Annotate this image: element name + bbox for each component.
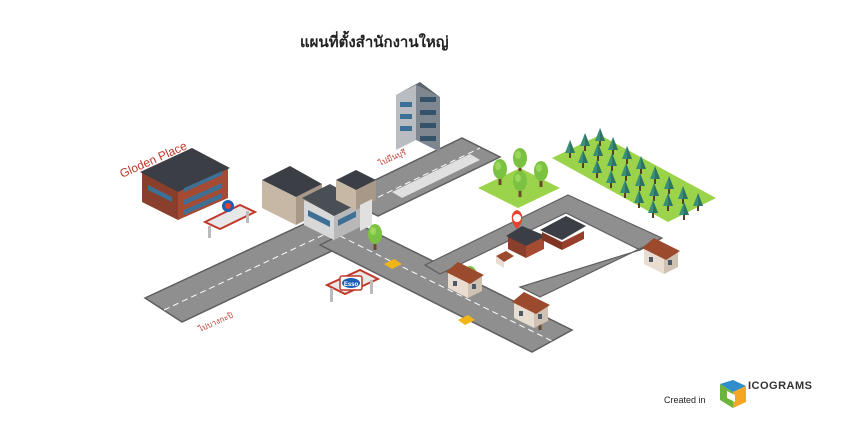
minburi-direction-label: ไปมีนบุรี bbox=[376, 147, 408, 168]
office-tower bbox=[396, 82, 440, 152]
bangkapi-direction-label: ไปบางกะปิ bbox=[196, 311, 234, 335]
crosswalk bbox=[392, 154, 480, 198]
map-title: แผนที่ตั้งสำนักงานใหญ่ bbox=[300, 33, 449, 51]
car-icon bbox=[384, 259, 475, 325]
logo-icon bbox=[720, 380, 746, 408]
brand-name[interactable]: ICOGRAMS bbox=[748, 380, 813, 392]
esso-sign-label: Esso bbox=[344, 282, 359, 288]
credit-text: Created in bbox=[664, 395, 706, 405]
target-office bbox=[496, 216, 586, 268]
esso-sign-icon: Esso bbox=[339, 275, 363, 291]
gloden-place-building bbox=[140, 148, 230, 220]
location-pin-icon[interactable] bbox=[511, 210, 523, 229]
gas-station-icon bbox=[202, 200, 258, 238]
headquarters-building bbox=[262, 166, 376, 240]
